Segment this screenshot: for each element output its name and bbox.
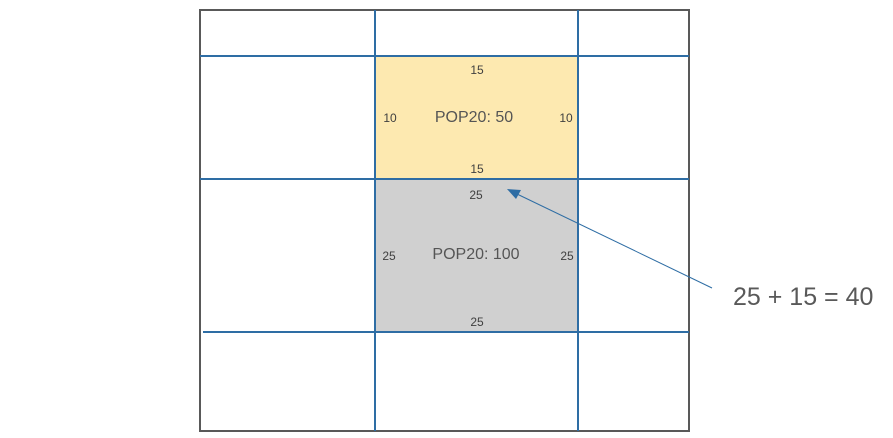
upper-cell-label: POP20: 50: [435, 109, 513, 126]
upper-cell-left-value: 10: [383, 111, 397, 125]
grid-lines: [200, 10, 689, 431]
upper-cell-bottom-value: 15: [470, 162, 484, 176]
upper-cell-right-value: 10: [559, 111, 573, 125]
upper-cell-top-value: 15: [470, 63, 484, 77]
lower-cell-label: POP20: 100: [432, 246, 519, 263]
lower-cell-top-value: 25: [469, 188, 483, 202]
outer-frame: [199, 9, 690, 432]
upper-cell-fill: [375, 56, 578, 179]
lower-cell-left-value: 25: [382, 249, 396, 263]
annotation-arrow-head: [507, 189, 521, 199]
lower-cell-fill: [375, 179, 578, 332]
annotation-arrow-line: [516, 193, 713, 289]
annotation-equation: 25 + 15 = 40: [733, 283, 873, 311]
lower-cell-right-value: 25: [560, 249, 574, 263]
lower-cell-bottom-value: 25: [470, 315, 484, 329]
